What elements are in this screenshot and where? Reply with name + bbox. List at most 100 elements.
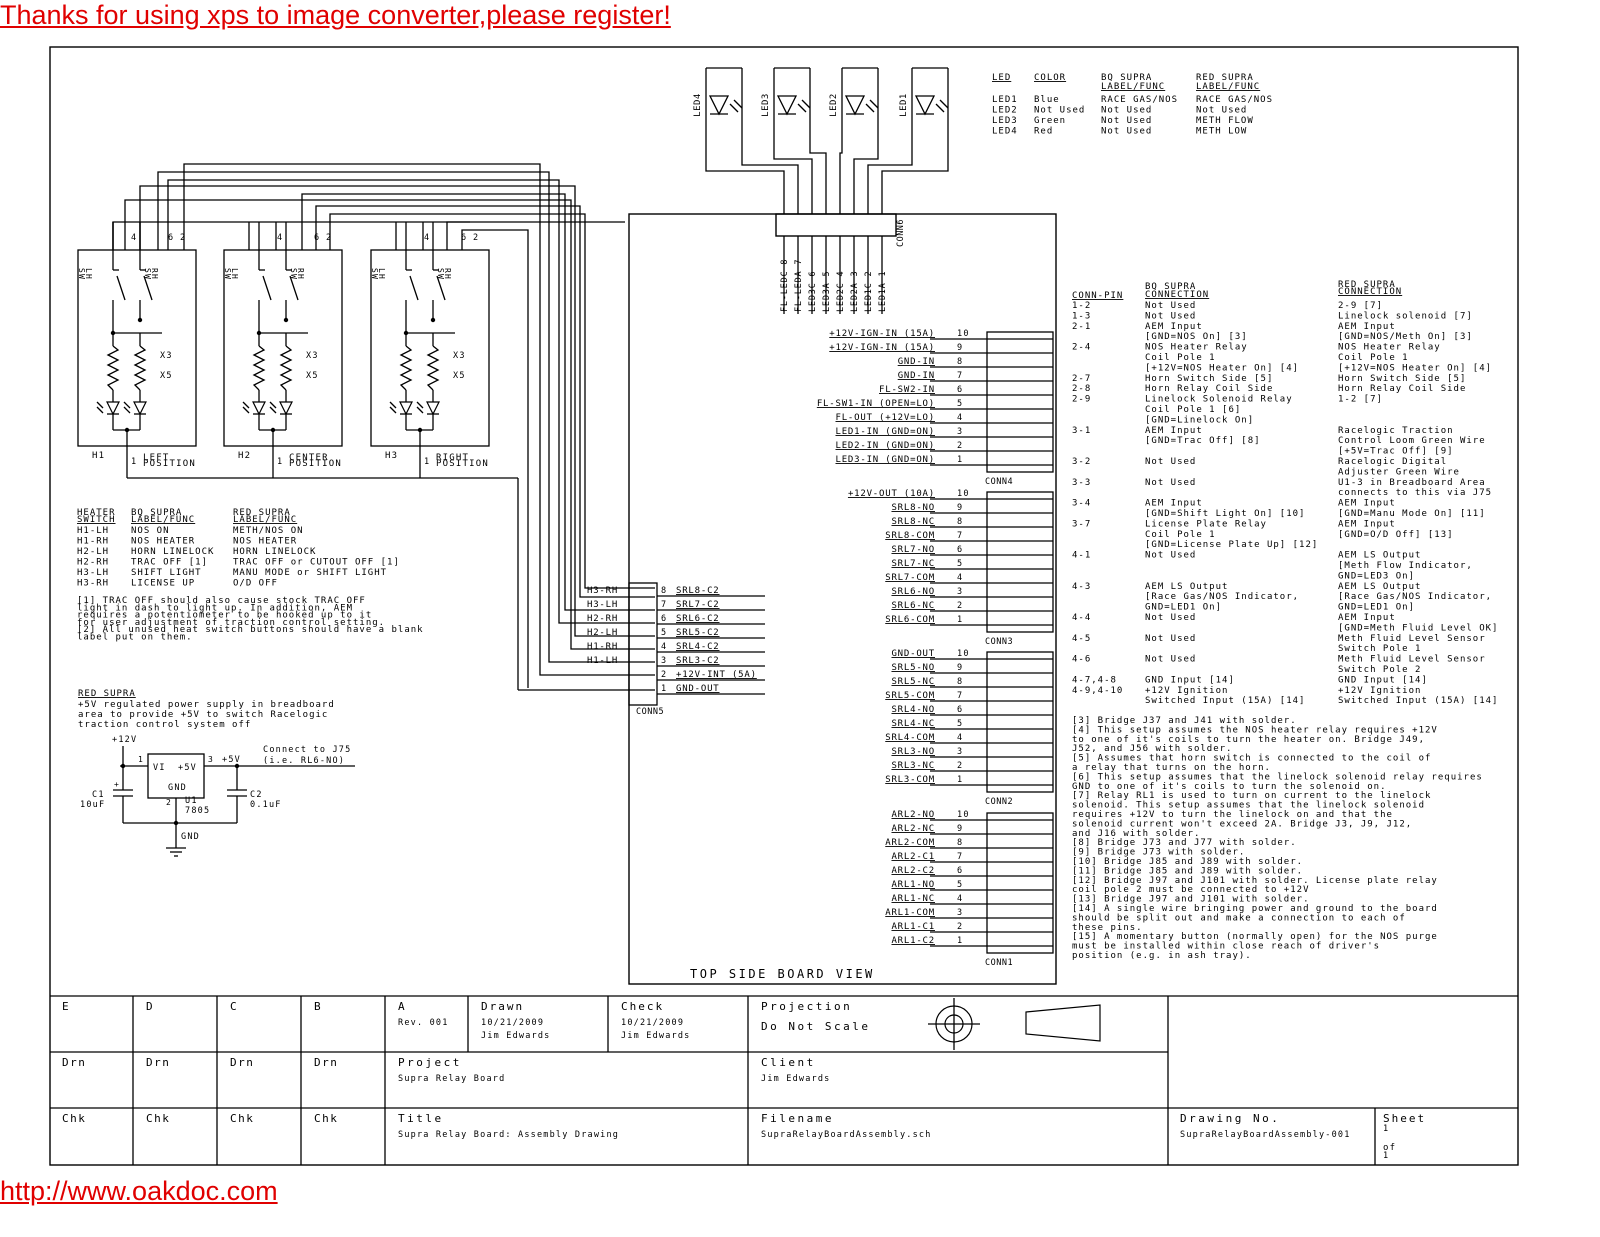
- conn2-pin-number: 6: [957, 705, 963, 715]
- switch-label: LH: [377, 268, 386, 280]
- title-label: Title: [398, 1112, 444, 1125]
- led-connection-wire: [881, 150, 949, 214]
- footnote: coil pole 2 must be connected to +12V: [1072, 885, 1309, 895]
- conn4-pin-number: 5: [957, 399, 963, 409]
- conn2-pin-label: SRL4-COM: [885, 733, 935, 743]
- regulator-pin-num: 1: [138, 755, 144, 764]
- conn3-pin-number: 3: [957, 587, 963, 597]
- conn4-pin-label: LED1-IN (GND=ON): [836, 427, 936, 437]
- conn3-pin-label: SRL6-NC: [891, 601, 935, 611]
- conn5-pin-label: SRL7-C2: [676, 600, 720, 610]
- conn3-pin-number: 5: [957, 559, 963, 569]
- bottom-banner-link[interactable]: http://www.oakdoc.com: [0, 1176, 278, 1206]
- conn6-pin-label: LED3C 6: [808, 271, 818, 312]
- led-table-cell: METH LOW: [1196, 127, 1247, 137]
- conn-table-red: AEM Input: [1338, 613, 1396, 623]
- project-label: Project: [398, 1056, 462, 1069]
- conn-table-red: Meth Fluid Level Sensor: [1338, 655, 1486, 665]
- check-label: Check: [621, 1000, 664, 1013]
- drawing-no-value: SupraRelayBoardAssembly-001: [1180, 1130, 1351, 1140]
- conn3-pin-number: 2: [957, 601, 963, 611]
- conn-table-red: Switch Pole 1: [1338, 644, 1421, 654]
- led-ray: [123, 406, 131, 414]
- conn-table-bq: Not Used: [1145, 301, 1196, 311]
- switch-box-H2: [223, 249, 343, 447]
- conn1-name: CONN1: [985, 958, 1013, 968]
- regulator-pin-num: 2: [166, 798, 172, 807]
- conn4-pin-number: 9: [957, 343, 963, 353]
- conn-table-red: Adjuster Green Wire: [1338, 467, 1460, 477]
- conn-table-red: Racelogic Digital: [1338, 457, 1447, 467]
- switch-label: SW: [143, 268, 152, 280]
- switch-lever: [116, 275, 126, 301]
- pin-label: 6: [461, 233, 467, 243]
- conn-table-bq: GND=LED1 On]: [1145, 603, 1222, 613]
- regulator-pin: VI: [153, 763, 166, 773]
- conn1-pin-number: 1: [957, 936, 963, 946]
- conn-table-bq: GND Input [14]: [1145, 675, 1235, 685]
- drawing-no-label: Drawing No.: [1180, 1112, 1280, 1125]
- footnote: [9] Bridge J73 with solder.: [1072, 848, 1245, 858]
- conn-table-pin: 2-9: [1072, 395, 1091, 405]
- conn-table-red: Horn Relay Coil Side: [1338, 384, 1466, 394]
- regulator-name: U1: [185, 796, 198, 806]
- conn5-pin-number: 8: [661, 586, 667, 596]
- conn3-pin-label: SRL8-NO: [891, 503, 935, 513]
- junction-dot: [173, 820, 179, 826]
- heater-table-cell: O/D OFF: [233, 579, 278, 589]
- led-ray: [733, 99, 743, 109]
- conn-table-bq: Not Used: [1145, 655, 1196, 665]
- heater-table-cell: H3-RH: [77, 579, 109, 589]
- pin-label: 1: [424, 457, 430, 467]
- conn2-name: CONN2: [985, 797, 1013, 807]
- top-banner[interactable]: Thanks for using xps to image converter,…: [0, 0, 671, 30]
- conn1-pin-label: ARL2-C1: [891, 852, 935, 862]
- conn-table-red: GND=LED3 On]: [1338, 571, 1415, 581]
- switch-position-label: POSITION: [143, 459, 196, 469]
- conn-table-red: [Meth Flow Indicator,: [1338, 561, 1473, 571]
- conn1-pin-number: 4: [957, 894, 963, 904]
- routing-wire: [124, 199, 655, 650]
- pin-label: 4: [131, 233, 137, 243]
- led-diode-icon: [279, 401, 293, 416]
- conn-table-red: 1-2 [7]: [1338, 395, 1383, 405]
- conn4-pin-label: FL-SW1-IN (OPEN=LO): [817, 399, 935, 409]
- check-by: Jim Edwards: [621, 1031, 691, 1041]
- switch-label: RH: [296, 268, 305, 280]
- conn-table-pin: 4-6: [1072, 655, 1091, 665]
- resistor-zigzag-icon: [399, 345, 413, 391]
- conn-table-bq: AEM LS Output: [1145, 582, 1228, 592]
- conn-table-red: Racelogic Traction: [1338, 426, 1454, 436]
- regulator-pin: +5V: [178, 763, 197, 773]
- resistor-zigzag-icon: [133, 345, 147, 391]
- led-ray: [389, 406, 397, 414]
- switch-name: H3: [385, 451, 398, 461]
- led-table-cell: Red: [1034, 127, 1053, 137]
- pin-label: 4: [424, 233, 430, 243]
- conn5-pin-label: SRL4-C2: [676, 642, 720, 652]
- led-label: LED2: [829, 93, 839, 117]
- conn1-pin-number: 7: [957, 852, 963, 862]
- filename-label: Filename: [761, 1112, 834, 1125]
- conn-table-bq: Horn Relay Coil Side: [1145, 384, 1273, 394]
- conn6-pin-label: LED2A 3: [850, 271, 860, 312]
- conn-table-red: [+5V=Trac Off] [9]: [1338, 447, 1454, 457]
- conn2-pin-number: 7: [957, 691, 963, 701]
- conn4-pin-number: 7: [957, 371, 963, 381]
- switch-label: SW: [223, 268, 232, 280]
- heater-table-header: LABEL/FUNC: [233, 515, 297, 525]
- conn4-pin-number: 10: [957, 329, 970, 339]
- conn4-box: [986, 331, 1054, 473]
- conn4-pin-label: GND-IN: [898, 357, 935, 367]
- conn3-pin-number: 4: [957, 573, 963, 583]
- conn-table-red: connects to this via J75: [1338, 488, 1492, 498]
- regulator-part: 7805: [185, 806, 210, 816]
- heater-table-cell: H2-RH: [77, 558, 109, 568]
- led-ray: [935, 103, 945, 113]
- led-diode-icon: [844, 95, 866, 116]
- conn4-pin-label: +12V-IGN-IN (15A): [829, 343, 935, 353]
- conn4-pin-label: FL-OUT (+12V=LO): [836, 413, 936, 423]
- regulator-pin-num: 3: [208, 755, 214, 764]
- conn-table-header: BQ SUPRA: [1145, 282, 1196, 292]
- conn-table-pin: 2-8: [1072, 384, 1091, 394]
